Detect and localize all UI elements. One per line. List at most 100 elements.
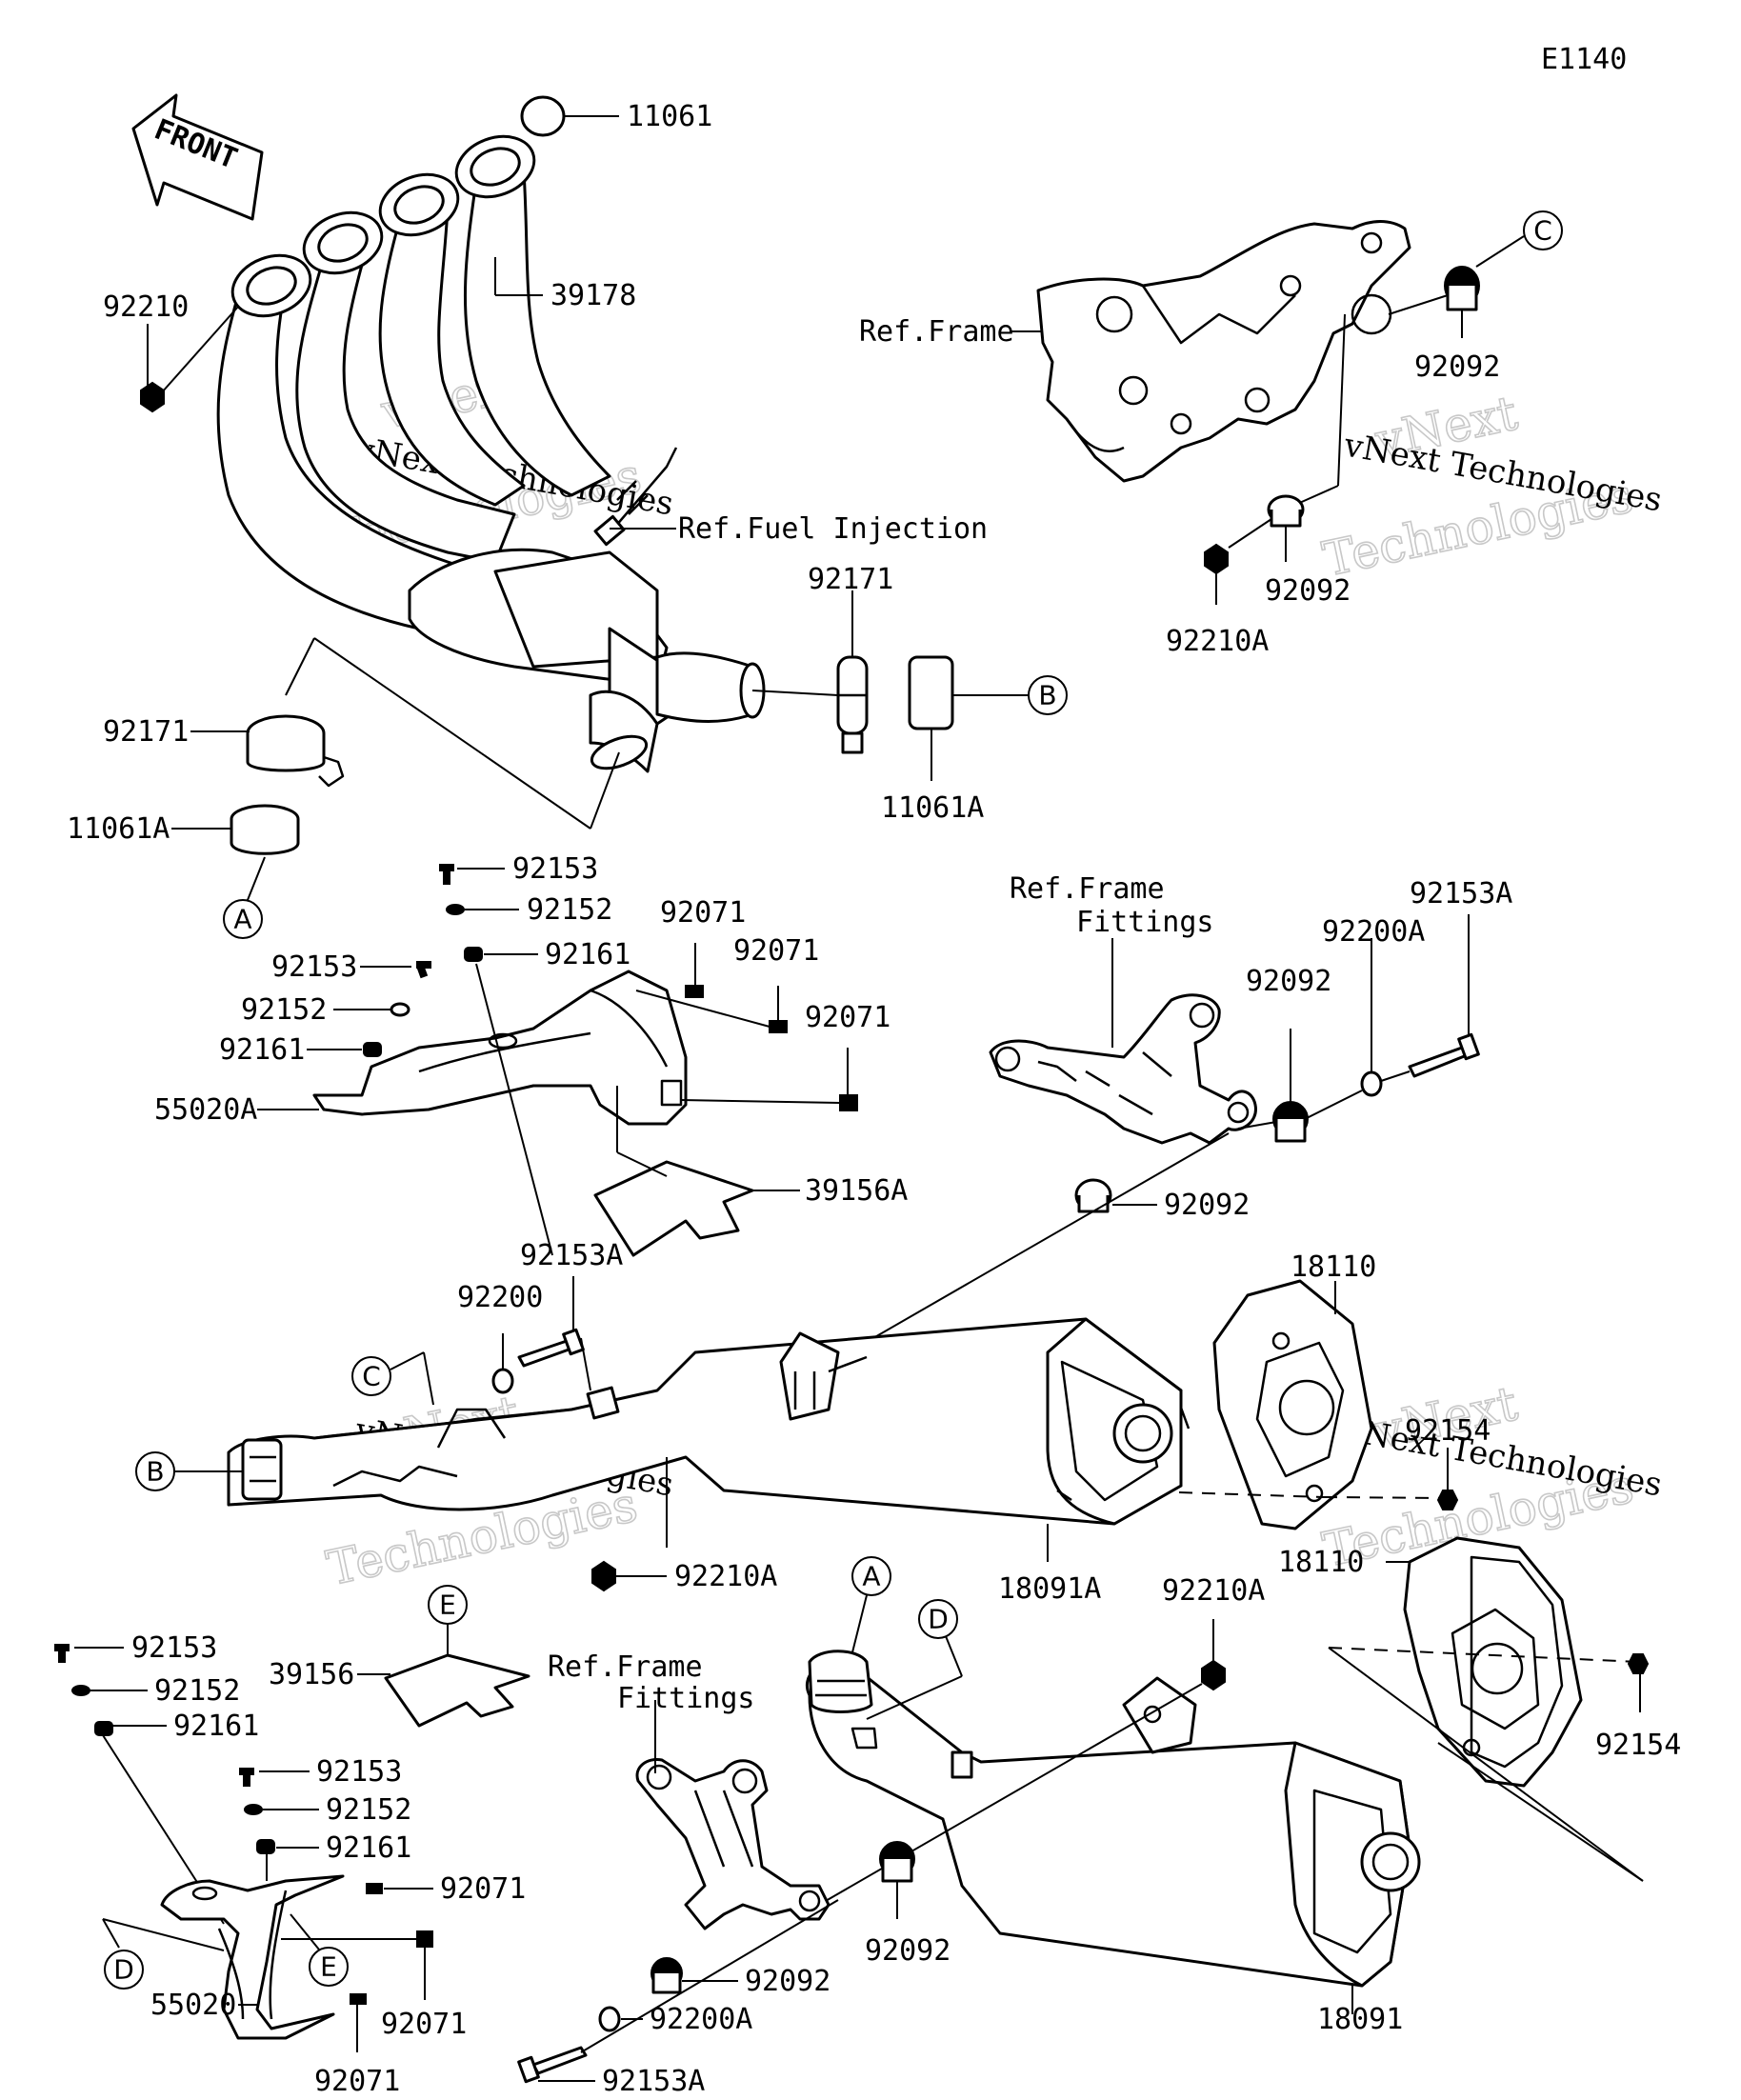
part-label-11061A-lower: 11061A bbox=[67, 812, 170, 846]
part-label-11061A: 11061A bbox=[881, 791, 984, 825]
end-cap-18110-upper bbox=[1212, 1279, 1373, 1530]
part-label-92152-c: 92152 bbox=[154, 1674, 240, 1708]
grommet-92071-c bbox=[839, 1094, 858, 1111]
part-label-18091: 18091 bbox=[1317, 2003, 1403, 2036]
ref-frame-top: Ref.Frame bbox=[859, 315, 1014, 349]
svg-text:D: D bbox=[928, 1604, 949, 1635]
part-label-92210: 92210 bbox=[103, 290, 189, 324]
washer-92200A bbox=[1360, 1070, 1383, 1097]
gasket-11061 bbox=[520, 95, 566, 137]
part-label-92071-c: 92071 bbox=[805, 1001, 891, 1034]
callout-E-lower bbox=[309, 1947, 349, 1987]
washer-92152-b bbox=[390, 1002, 410, 1017]
part-label-92154-lower: 92154 bbox=[1595, 1729, 1681, 1762]
muffler-18091A bbox=[227, 1317, 1191, 1526]
callout-D-mid bbox=[918, 1599, 958, 1639]
svg-text:A: A bbox=[862, 1561, 880, 1592]
ref-frame-fittings-lower-1: Ref.Frame bbox=[548, 1650, 703, 1684]
svg-text:E: E bbox=[439, 1590, 456, 1621]
damper-92092-mid bbox=[1267, 494, 1305, 528]
clamp-92171-lower bbox=[246, 714, 345, 788]
part-label-92153-d: 92153 bbox=[316, 1755, 402, 1789]
callout-C bbox=[1523, 210, 1563, 250]
callout-C-mid bbox=[351, 1356, 391, 1396]
grommet-92071-a bbox=[685, 985, 704, 998]
front-arrow-icon: FRONT bbox=[131, 93, 264, 221]
part-label-55020A: 55020A bbox=[154, 1093, 257, 1127]
part-label-39178: 39178 bbox=[550, 279, 636, 312]
svg-text:B: B bbox=[1038, 680, 1056, 711]
part-label-92210A-lower: 92210A bbox=[1162, 1574, 1265, 1608]
part-label-92152-d: 92152 bbox=[326, 1793, 411, 1827]
part-label-92071-d: 92071 bbox=[440, 1872, 526, 1906]
svg-text:C: C bbox=[1533, 215, 1552, 247]
heat-pad-39156A bbox=[593, 1160, 754, 1257]
washer-92200A-lower bbox=[598, 2006, 621, 2032]
heat-pad-39156 bbox=[384, 1653, 530, 1728]
part-label-92161-c: 92161 bbox=[173, 1710, 259, 1743]
part-label-92071-e: 92071 bbox=[381, 2008, 467, 2041]
part-label-92210A-top: 92210A bbox=[1166, 625, 1269, 658]
callout-D bbox=[104, 1950, 144, 1990]
part-label-92153-a: 92153 bbox=[512, 852, 598, 886]
heat-guard-55020 bbox=[160, 1874, 345, 2040]
svg-text:C: C bbox=[362, 1361, 381, 1392]
part-label-92153A-r: 92153A bbox=[1410, 877, 1512, 910]
part-label-92092-m2: 92092 bbox=[1164, 1189, 1250, 1222]
ref-frame-fittings-upper bbox=[989, 993, 1257, 1145]
gasket-11061A bbox=[908, 655, 954, 730]
part-label-92092-top: 92092 bbox=[1414, 350, 1500, 384]
part-label-92161-b: 92161 bbox=[219, 1033, 305, 1067]
muffler-18091 bbox=[805, 1650, 1421, 1988]
nut-92161-b bbox=[363, 1042, 382, 1057]
washer-92152-d bbox=[244, 1804, 263, 1815]
part-label-92161-a: 92161 bbox=[545, 938, 630, 971]
grommet-92071-e bbox=[416, 1930, 433, 1948]
bolt-92153A-mid bbox=[517, 1328, 585, 1368]
bolt-92153-b bbox=[415, 961, 431, 979]
clamp-92171 bbox=[836, 655, 869, 754]
diagram-code: E1140 bbox=[1541, 43, 1627, 76]
washer-92200 bbox=[491, 1368, 514, 1394]
part-label-92153A-lower: 92153A bbox=[602, 2065, 705, 2098]
nut-92161-d bbox=[256, 1839, 275, 1854]
part-label-92092-r: 92092 bbox=[1246, 965, 1331, 998]
nut-92210A-mid bbox=[591, 1560, 616, 1592]
part-label-92071-f: 92071 bbox=[314, 2065, 400, 2098]
gasket-11061A-lower bbox=[230, 804, 300, 855]
part-label-92092-lower-b: 92092 bbox=[745, 1965, 830, 1998]
damper-92092-lower-b bbox=[650, 1957, 683, 1994]
bolt-92153-c bbox=[54, 1644, 70, 1663]
part-label-92171-lower: 92171 bbox=[103, 715, 189, 749]
part-label-92200A-lower: 92200A bbox=[650, 2003, 752, 2036]
part-label-92092-mid: 92092 bbox=[1265, 574, 1351, 608]
part-label-11061: 11061 bbox=[627, 100, 712, 133]
exhaust-header-pipes bbox=[216, 134, 766, 773]
svg-text:E: E bbox=[320, 1951, 337, 1983]
part-label-92200: 92200 bbox=[457, 1281, 543, 1314]
callout-B bbox=[1028, 675, 1068, 715]
part-label-92154-upper: 92154 bbox=[1405, 1414, 1491, 1448]
ref-fuel-injection: Ref.Fuel Injection bbox=[678, 512, 988, 546]
part-label-92210A-mid: 92210A bbox=[674, 1560, 777, 1593]
part-label-18110-lower: 18110 bbox=[1278, 1546, 1364, 1579]
ref-frame-fittings-lower-2: Fittings bbox=[617, 1682, 755, 1715]
end-cap-18110-lower bbox=[1403, 1536, 1583, 1788]
screw-92154-lower bbox=[1627, 1653, 1650, 1674]
callout-A-lower bbox=[851, 1556, 891, 1596]
damper-92092-m2 bbox=[1074, 1178, 1112, 1213]
part-label-92152-b: 92152 bbox=[241, 993, 327, 1027]
svg-text:A: A bbox=[233, 904, 251, 935]
part-label-39156: 39156 bbox=[269, 1658, 354, 1691]
grommet-92071-f bbox=[350, 1993, 367, 2005]
damper-92092-r bbox=[1272, 1101, 1309, 1143]
damper-92092-lower-a bbox=[879, 1841, 915, 1883]
svg-text:D: D bbox=[113, 1954, 134, 1986]
callout-A bbox=[223, 899, 263, 939]
heat-guard-55020A bbox=[312, 970, 688, 1126]
bolt-92153 bbox=[439, 864, 454, 885]
ref-frame-fittings-upper-1: Ref.Frame bbox=[1010, 872, 1165, 906]
part-label-55020: 55020 bbox=[150, 1989, 236, 2022]
washer-92152 bbox=[446, 904, 465, 915]
svg-text:B: B bbox=[146, 1456, 164, 1488]
